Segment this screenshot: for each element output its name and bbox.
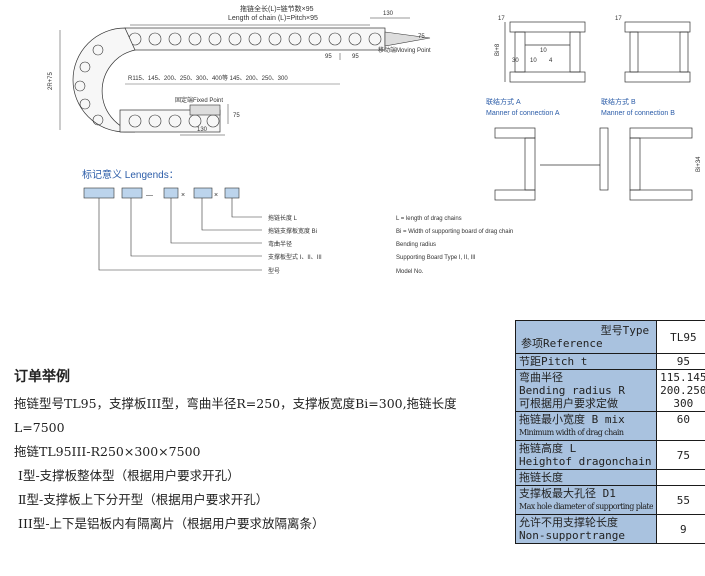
svg-text:×: × (181, 192, 185, 199)
header-model-value: TL95 (656, 320, 705, 354)
order-heading: 订单举例 (14, 368, 70, 384)
legend-cn-3: 支撑板型式 I、II、III (268, 253, 322, 261)
chain-length-en: Length of chain (L)=Pitch×95 (228, 15, 318, 22)
table-row: 弯曲半径 Bending radius R 可根据用户要求定做 115.145 … (514, 369, 705, 412)
dim-130-top: 130 (383, 11, 394, 17)
order-line-4: Ⅰ型-支撑板整体型（根据用户要求开孔） (18, 468, 240, 483)
bending-radius-value: 115.145 200.250 300 (656, 369, 705, 412)
table-row: 拖链长度 (514, 469, 705, 486)
order-example: 订单举例 拖链型号TL95，支撑板III型，弯曲半径R=250，支撑板宽度Bi=… (14, 366, 494, 536)
min-width-value: 60 (656, 411, 705, 441)
conn-b-cn: 联结方式 B (601, 97, 636, 106)
order-line-3: 拖链TL95III-R250×300×7500 (14, 444, 201, 459)
dim-95-a: 95 (325, 54, 332, 60)
table-row: 允许不用支撑轮长度 Non-supportrange 9 (514, 514, 705, 544)
chain-lower-run (119, 109, 221, 133)
section-b-drawing (624, 21, 691, 83)
sec-b-dim-17: 17 (615, 16, 622, 22)
order-line-2: L=7500 (14, 420, 65, 435)
max-hole-label-cn: 支撑板最大孔径 D1 (519, 487, 616, 500)
sec-a-dim-17: 17 (498, 16, 505, 22)
sec-a-dim-30: 10 (530, 58, 537, 64)
order-line-5: Ⅱ型-支撑板上下分开型（根据用户要求开孔） (18, 492, 269, 507)
bending-radius-note: 可根据用户要求定做 (519, 397, 618, 410)
legend-en-0: L = length of drag chains (396, 216, 462, 222)
non-support-value: 9 (656, 514, 705, 544)
conn-a-cn: 联结方式 A (486, 97, 521, 106)
order-line-6: III型-上下是铝板内有隔离片（根据用户要求放隔离条） (18, 516, 325, 531)
table-row: 拖链最小宽度 B mix Minimum width of drag chain… (514, 411, 705, 441)
sec-c-dim-bi34: Bi+34 (696, 156, 702, 172)
legend-leaders (98, 198, 262, 271)
max-hole-value: 55 (656, 485, 705, 515)
bending-radius-label-en: Bending radius R (519, 384, 625, 397)
legend-cn-2: 弯曲半径 (268, 240, 292, 248)
legend-cn-0: 拖链长度 L (268, 214, 298, 222)
legend-cn-4: 型号 (268, 267, 280, 275)
fixed-point-label: 固定端Fixed Point (175, 96, 223, 104)
header-type-label: 型号Type (600, 324, 650, 337)
moving-end-tab (384, 31, 431, 47)
table-row: 支撑板最大孔径 D1 Max hole diameter of supporti… (514, 485, 705, 515)
chain-length-label: 拖链长度 (514, 469, 658, 486)
non-support-label-cn: 允许不用支撑轮长度 (519, 516, 618, 529)
sec-a-dim-10b: 4 (549, 58, 553, 64)
dim-95-b: 95 (352, 54, 359, 60)
min-width-label-en: Minimum width of drag chain (519, 428, 624, 437)
dim-130-bottom: 130 (197, 127, 208, 133)
moving-point-label: 移动端Moving Point (378, 46, 431, 54)
legend-en-4: Model No. (396, 269, 424, 275)
chain-length-value (656, 469, 705, 486)
legend-cn-1: 拖链支撑板宽度 Bi (268, 227, 317, 235)
non-support-label-en: Non-supportrange (519, 529, 625, 542)
table-row: 节距Pitch t 95 (514, 353, 705, 370)
height-label-en: Heightof dragonchain (519, 455, 652, 468)
max-hole-label-en: Max hole diameter of supporting plate (519, 502, 654, 511)
sec-a-dim-bi8: Bi+8 (495, 43, 501, 56)
section-c-drawing (494, 127, 693, 201)
bending-radius-label-cn: 弯曲半径 (519, 371, 563, 384)
dim-75-left: 75 (418, 34, 425, 40)
height-label-cn: 拖链高度 L (519, 442, 577, 455)
conn-b-en: Manner of connection B (601, 110, 675, 117)
spec-table: 型号Type 参项Reference TL95 节距Pitch t 95 弯曲半… (514, 320, 705, 544)
legend-en-1: Bi = Width of supporting board of drag c… (396, 229, 513, 235)
chain-length-cn: 拖链全长(L)=链节数×95 (240, 4, 314, 13)
table-row: 拖链高度 L Heightof dragonchain 75 (514, 440, 705, 470)
section-a-drawing (504, 21, 586, 83)
chain-bend (72, 27, 136, 133)
min-width-label-cn: 拖链最小宽度 B mix (519, 413, 625, 426)
dim-75-bottom: 75 (233, 113, 240, 119)
order-line-1: 拖链型号TL95，支撑板III型，弯曲半径R=250，支撑板宽度Bi=300,拖… (14, 396, 457, 411)
svg-text:×: × (214, 192, 218, 199)
dim-2R75: 2R+75 (48, 71, 54, 90)
spec-header-row: 型号Type 参项Reference TL95 (514, 320, 705, 354)
pitch-label: 节距Pitch t (514, 353, 658, 370)
header-reference-label: 参项Reference (521, 337, 603, 350)
conn-a-en: Manner of connection A (486, 110, 560, 117)
height-value: 75 (656, 440, 705, 470)
legend-en-3: Supporting Board Type I, II, III (396, 255, 476, 261)
svg-text:—: — (146, 192, 153, 199)
sec-a-dim-10a: 30 (512, 58, 519, 64)
pitch-value: 95 (656, 353, 705, 370)
chain-upper-run (124, 27, 386, 51)
legend-title: 标记意义 Lengends： (82, 168, 179, 181)
chain-links-upper (128, 32, 382, 46)
fixed-end-bracket (189, 104, 221, 116)
radius-list: R115、145、200、250、300、400等 145、200、250、30… (128, 74, 288, 82)
technical-drawing: 拖链全长(L)=链节数×95 Length of chain (L)=Pitch… (48, 4, 702, 275)
legend-en-2: Bending radius (396, 242, 436, 248)
sec-a-dim-105: 10 (540, 48, 547, 54)
